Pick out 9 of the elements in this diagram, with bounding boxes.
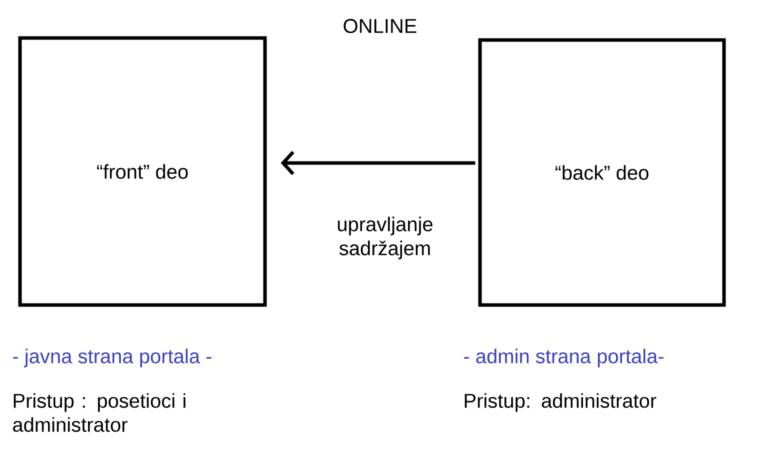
side-label: - admin strana portala- [464, 348, 664, 368]
access-note: Pristup : posetioci i administrator [13, 393, 186, 432]
box: “front” deo [18, 36, 267, 307]
title: ONLINE [344, 18, 416, 34]
access-note: Pristup: administrator [464, 393, 656, 412]
side-label: - javna strana portala - [13, 348, 212, 368]
arrow [280, 150, 476, 176]
edge-label: upravljanje sadržajem [338, 216, 432, 260]
box: “back” deo [478, 38, 726, 307]
